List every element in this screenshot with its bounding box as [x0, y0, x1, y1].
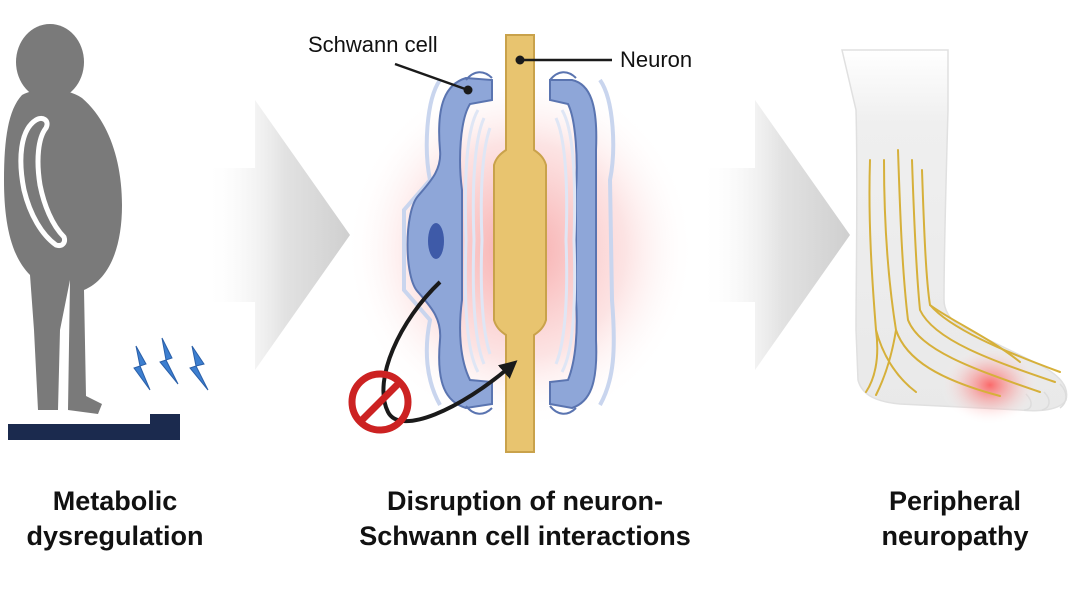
lightning-icon: [133, 337, 209, 391]
caption-line: Metabolic: [52, 486, 178, 516]
caption-line: Disruption of neuron-: [387, 486, 663, 516]
caption-peripheral-neuropathy: Peripheral neuropathy: [840, 484, 1070, 554]
neuron-axon: [493, 34, 547, 453]
neuron-label: Neuron: [620, 47, 693, 72]
caption-metabolic-dysregulation: Metabolic dysregulation: [0, 484, 230, 554]
signal-arrow-icon: [381, 280, 518, 424]
caption-line: neuropathy: [881, 521, 1029, 551]
progress-arrow-icon: [205, 100, 350, 370]
scale-icon: [8, 414, 180, 440]
no-symbol-icon: [348, 370, 412, 434]
caption-line: dysregulation: [26, 521, 204, 551]
caption-line: Schwann cell interactions: [359, 521, 691, 551]
schwann-cell-right: [549, 71, 616, 415]
person-silhouette-icon: [4, 24, 122, 414]
foot-icon: [841, 49, 1068, 412]
schwann-cell-left: [402, 71, 493, 415]
foot-pain-glow: [940, 345, 1040, 425]
schwann-cell-leader: [394, 62, 473, 95]
caption-neuron-schwann-disruption: Disruption of neuron- Schwann cell inter…: [320, 484, 730, 554]
neuron-leader: [515, 55, 612, 65]
nerve-fibers: [865, 149, 1061, 397]
schwann-cell-label: Schwann cell: [308, 32, 438, 57]
caption-line: Peripheral: [888, 486, 1022, 516]
progress-arrow-icon: [700, 100, 850, 370]
